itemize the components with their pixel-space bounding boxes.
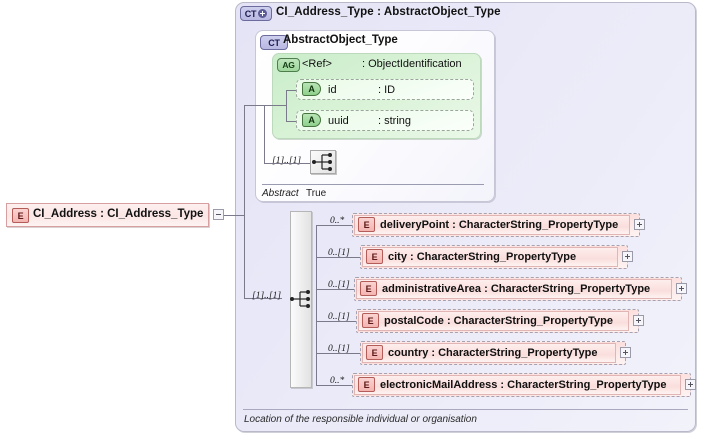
attribute-type-uuid: : string [378, 115, 412, 127]
element-badge-delivery-point: E [358, 217, 375, 232]
base-sequence-connector-horizontal [264, 163, 310, 164]
root-connector-stem [224, 215, 244, 216]
root-element-badge-label: E [17, 210, 24, 221]
facet-divider [262, 184, 484, 185]
expand-plus-icon[interactable] [258, 9, 268, 18]
element-connector-1 [316, 257, 360, 258]
root-element-badge: E [12, 208, 29, 223]
attribute-name-uuid: uuid [328, 115, 349, 127]
element-cardinality-5: 0..* [330, 376, 345, 386]
base-type-badge-label: CT [268, 37, 280, 48]
sequence-compositor-icon [312, 153, 332, 171]
base-type-badge[interactable]: CT [260, 35, 288, 50]
root-connector-spine [244, 105, 245, 298]
element-badge-city: E [366, 249, 383, 264]
base-type-title: AbstractObject_Type [283, 34, 398, 46]
element-badge-electronic-mail-address: E [358, 377, 375, 392]
element-expand-toggle-city[interactable] [622, 251, 633, 262]
element-cardinality-1: 0..[1] [328, 248, 350, 258]
root-element-box[interactable] [6, 203, 209, 227]
attribute-badge-id-label: A [308, 84, 315, 94]
element-cardinality-4: 0..[1] [328, 344, 350, 354]
element-cardinality-2: 0..[1] [328, 280, 350, 290]
element-connector-5 [316, 385, 352, 386]
sequence-compositor-icon [290, 290, 310, 308]
complex-type-badge-label: CT [244, 8, 257, 19]
element-badge-label-0: E [363, 219, 370, 230]
attribute-group-ref-label: <Ref> : ObjectIdentification [302, 58, 462, 70]
element-expand-toggle-delivery-point[interactable] [634, 219, 645, 230]
facet-key-abstract: Abstract [262, 188, 299, 199]
element-connector-4 [316, 353, 360, 354]
attribute-row-id[interactable] [296, 79, 474, 100]
element-label-delivery-point: deliveryPoint : CharacterString_Property… [380, 219, 619, 231]
root-connector-to-base-type [244, 105, 274, 106]
element-badge-country: E [366, 345, 383, 360]
element-row-inner-electronic-mail-address [354, 375, 681, 395]
element-connector-2 [316, 289, 354, 290]
element-badge-administrative-area: E [360, 281, 377, 296]
attribute-name-id: id [328, 84, 337, 96]
base-sequence-cardinality: [1]..[1] [272, 156, 302, 166]
element-label-city: city : CharacterString_PropertyType [388, 251, 577, 263]
element-badge-label-1: E [371, 251, 378, 262]
root-element-label: CI_Address : CI_Address_Type [33, 208, 204, 220]
element-label-administrative-area: administrativeArea : CharacterString_Pro… [382, 283, 651, 295]
element-expand-toggle-country[interactable] [620, 347, 631, 358]
attribute-group-ref: <Ref> [302, 58, 332, 70]
root-element-collapse-toggle[interactable] [213, 209, 224, 220]
element-connector-3 [316, 321, 356, 322]
element-row-inner-postal-code [358, 311, 629, 331]
annotation-text: Location of the responsible individual o… [244, 414, 477, 425]
element-badge-postal-code: E [362, 313, 379, 328]
attribute-group-type: : ObjectIdentification [361, 58, 462, 70]
sequence-cardinality: [1]..[1] [252, 291, 282, 301]
root-connector-to-sequence [244, 298, 282, 299]
attribute-badge-uuid: A [302, 113, 321, 127]
element-badge-label-4: E [371, 347, 378, 358]
element-label-postal-code: postalCode : CharacterString_PropertyTyp… [384, 315, 614, 327]
element-badge-label-3: E [367, 315, 374, 326]
attr-connector-vertical [286, 90, 287, 121]
attribute-badge-uuid-label: A [308, 115, 315, 125]
element-expand-toggle-postal-code[interactable] [633, 315, 644, 326]
element-cardinality-3: 0..[1] [328, 312, 350, 322]
complex-type-badge[interactable]: CT [240, 6, 272, 21]
attribute-badge-id: A [302, 82, 321, 96]
elements-connector-spine [316, 225, 317, 385]
element-row-inner-delivery-point [354, 215, 630, 235]
element-label-electronic-mail-address: electronicMailAddress : CharacterString_… [380, 379, 667, 391]
facet-value-abstract: True [306, 188, 327, 199]
attribute-row-uuid[interactable] [296, 110, 474, 131]
annotation-divider [243, 409, 688, 410]
attr-connector-stem [274, 105, 286, 106]
element-connector-0 [316, 225, 352, 226]
attr-connector-uuid [286, 121, 296, 122]
base-sequence-icon[interactable] [310, 150, 336, 174]
element-badge-label-5: E [363, 379, 370, 390]
base-sequence-connector-vertical [264, 105, 265, 163]
element-badge-label-2: E [365, 283, 372, 294]
complex-type-title: CI_Address_Type : AbstractObject_Type [276, 6, 501, 18]
attr-connector-id [286, 90, 296, 91]
element-cardinality-0: 0..* [330, 216, 345, 226]
element-row-inner-country [362, 343, 616, 363]
attribute-group-badge-label: AG [282, 60, 295, 70]
element-expand-toggle-electronic-mail-address[interactable] [685, 379, 696, 390]
element-row-inner-city [362, 247, 618, 267]
element-row-inner-administrative-area [356, 279, 672, 299]
sequence-icon-wrap[interactable] [289, 288, 313, 313]
element-expand-toggle-administrative-area[interactable] [676, 283, 687, 294]
attribute-type-id: : ID [378, 84, 396, 96]
element-label-country: country : CharacterString_PropertyType [388, 347, 598, 359]
attribute-group-badge[interactable]: AG [277, 58, 300, 72]
